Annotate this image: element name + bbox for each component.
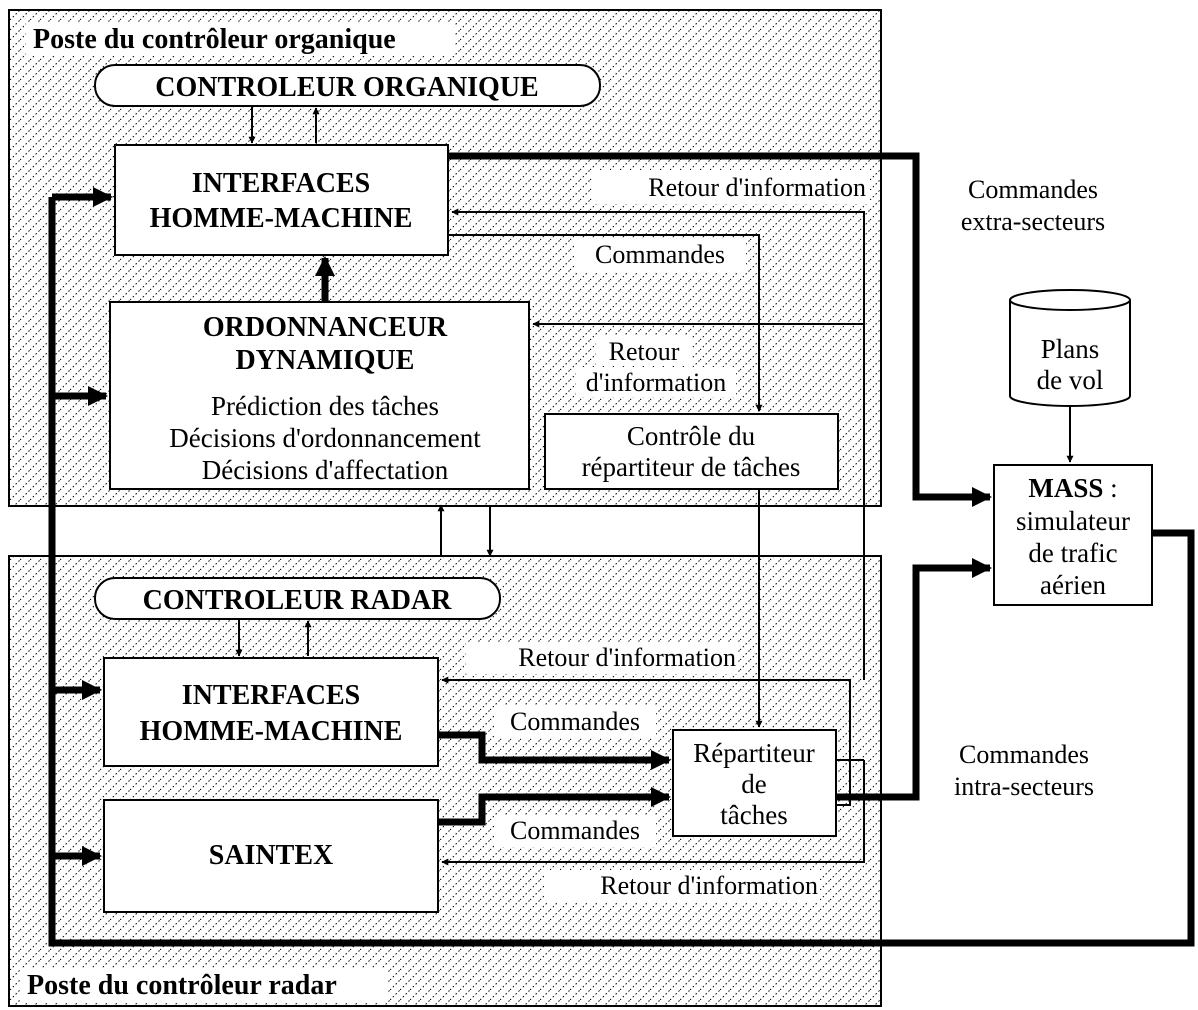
scheduler-item: Prédiction des tâches [211,391,439,421]
mass-line: simulateur [1016,506,1130,536]
organic-controller-label: CONTROLEUR ORGANIQUE [155,72,538,103]
dispatcher-line2: de [741,769,767,799]
saintex-commands-label: Commandes [510,816,640,845]
dispatcher-line3: tâches [720,800,787,830]
dispatcher-control-line1: Contrôle du [627,421,756,451]
extra-sector-label-line1: Commandes [968,175,1098,204]
mass-box [993,464,1153,606]
scheduler-feedback-line1: Retour [609,337,680,366]
organic-ihm-box [114,144,449,256]
organic-commands-label: Commandes [595,240,725,269]
radar-ihm-line1: INTERFACES [182,680,360,711]
intra-sector-label-line1: Commandes [959,740,1089,769]
scheduler-feedback-line2: d'information [586,368,726,397]
scheduler-title-line1: ORDONNANCEUR [203,312,448,343]
radar-ihm-commands-label: Commandes [510,707,640,736]
radar-ihm-box [103,657,439,767]
radar-controller-box [94,577,501,620]
radar-controller-label: CONTROLEUR RADAR [143,585,453,616]
saintex-box [103,799,439,913]
radar-zone-title: Poste du contrôleur radar [27,970,337,1001]
dispatcher-line1: Répartiteur [693,738,814,768]
intra-sector-label-line2: intra-secteurs [954,772,1094,801]
scheduler-item: Décisions d'ordonnancement [169,423,481,453]
saintex-label: SAINTEX [209,840,333,871]
mass-line: aérien [1040,570,1106,600]
radar-ihm-line2: HOMME-MACHINE [140,716,403,747]
organic-ihm-line1: INTERFACES [192,168,370,199]
extra-sector-label-line2: extra-secteurs [961,207,1105,236]
dispatcher-control-line2: répartiteur de tâches [582,452,801,482]
dispatcher-control-box [544,413,839,490]
flight-plans-line1: Plans [1041,334,1100,364]
flight-plans-line2: de vol [1037,365,1104,395]
mass-title: MASS : [1028,473,1117,503]
organic-ihm-feedback-label: Retour d'information [648,173,866,202]
radar-ihm-feedback-label: Retour d'information [518,643,736,672]
organic-controller-box [94,64,601,107]
flight-plans-db-icon [1009,289,1131,407]
organic-ihm-line2: HOMME-MACHINE [150,203,413,234]
dispatcher-box [672,729,837,837]
scheduler-item: Décisions d'affectation [202,455,449,485]
scheduler-box [109,301,530,490]
saintex-feedback-label: Retour d'information [600,871,818,900]
organic-zone-title: Poste du contrôleur organique [33,24,396,55]
scheduler-title-line2: DYNAMIQUE [236,345,415,376]
mass-line: de trafic [1028,538,1117,568]
